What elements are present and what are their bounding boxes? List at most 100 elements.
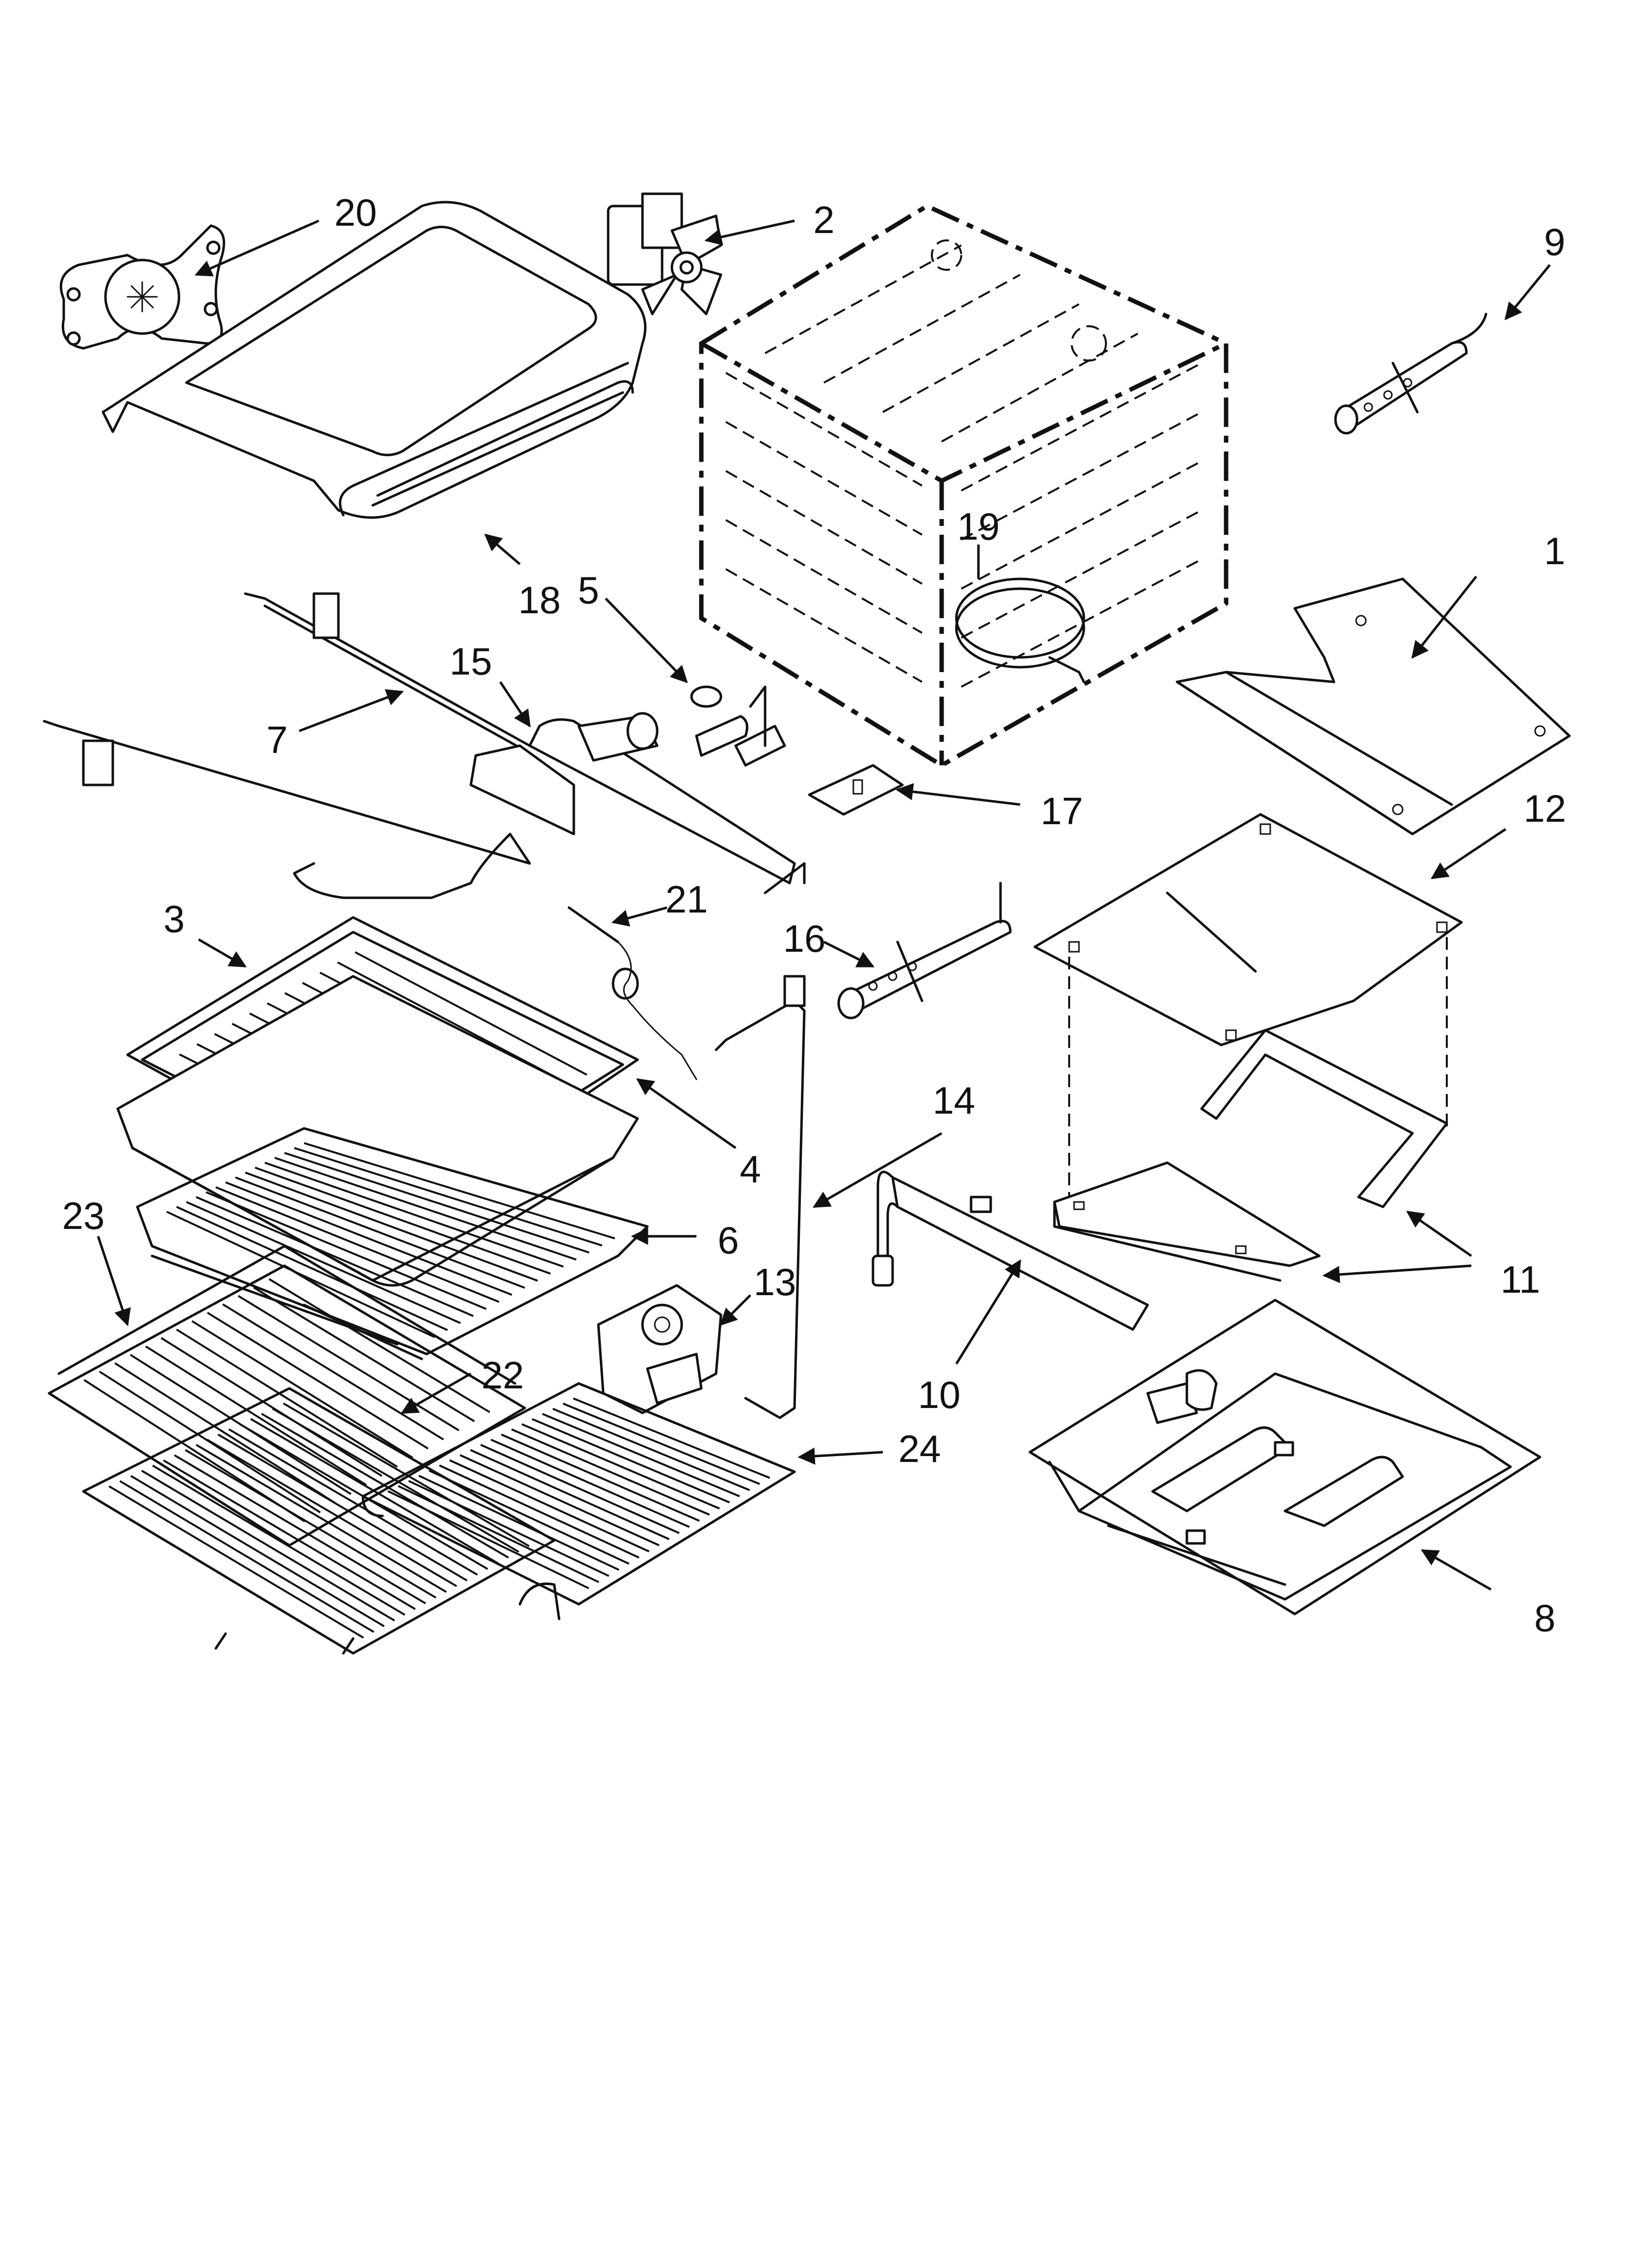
rack-wire [387, 1490, 590, 1590]
rack-wire [470, 1449, 670, 1540]
part-24-rack [361, 1382, 796, 1620]
part-5-valve [690, 685, 786, 767]
rack-wire [480, 1444, 680, 1534]
rack-wire [217, 1434, 468, 1582]
callout-20: 20 [334, 191, 377, 234]
rack-wire [145, 1345, 367, 1486]
part-20-bracket [59, 224, 226, 350]
callout-19: 19 [957, 505, 1000, 548]
callout-15: 15 [450, 640, 492, 683]
callout-11: 11 [1501, 1258, 1540, 1301]
part-15-burner-bar [469, 712, 806, 894]
rack-wire [215, 1186, 500, 1303]
callout-labels: 1 2 3 4 5 6 7 8 9 10 11 12 13 14 15 16 1… [62, 191, 1566, 1640]
callout-9: 9 [1544, 220, 1565, 263]
rack-wire [264, 1162, 564, 1268]
rack-wire [573, 1397, 770, 1479]
rack-wire [163, 1459, 416, 1610]
rack-wire [304, 1142, 616, 1240]
callout-6: 6 [718, 1219, 739, 1262]
callout-17: 17 [1041, 789, 1083, 833]
part-8-bottom-tray [1028, 1299, 1541, 1616]
part-14-tube [715, 975, 806, 1419]
rack-wire [235, 1176, 525, 1289]
rack-wire [511, 1428, 710, 1516]
part-4-broil-pan [116, 975, 639, 1287]
rack-wire [130, 1475, 385, 1627]
rack-wire [225, 1181, 513, 1296]
callout-7: 7 [266, 718, 287, 761]
rack-wire [501, 1434, 700, 1522]
rack-wire [176, 1206, 448, 1331]
callout-5: 5 [578, 569, 599, 612]
callout-23: 23 [62, 1194, 105, 1237]
rack-wire [174, 1454, 426, 1605]
callout-1: 1 [1544, 529, 1565, 573]
rack-wire [160, 1337, 383, 1477]
part-19-ring-element [955, 577, 1085, 683]
rack-wire [274, 1157, 577, 1261]
callout-4: 4 [740, 1147, 761, 1191]
rack-wire [119, 1480, 375, 1633]
part-18-top-cover [102, 201, 647, 519]
callout-21: 21 [666, 878, 708, 921]
rack-wire [176, 1329, 398, 1468]
rack-wire [245, 1172, 538, 1282]
part-10-burner [872, 1171, 1149, 1331]
rack-wire [460, 1454, 660, 1546]
part-2-fan-motor [607, 192, 722, 315]
rack-wire [268, 1278, 490, 1413]
rack-wire [253, 1286, 475, 1422]
callout-2: 2 [813, 198, 834, 241]
rack-wire [195, 1444, 447, 1593]
callout-8: 8 [1534, 1596, 1555, 1640]
rack-wire [418, 1475, 619, 1571]
rack-wire [141, 1470, 395, 1622]
rack-wire [237, 1295, 460, 1432]
rack-wire [563, 1403, 760, 1485]
callout-12: 12 [1524, 787, 1566, 830]
rack-wire [552, 1408, 750, 1491]
part-16-burner [837, 882, 1012, 1019]
rack-wire [196, 1196, 474, 1317]
rack-wire [532, 1418, 730, 1504]
bake-element-rod [43, 720, 531, 899]
rack-wire [449, 1459, 650, 1553]
rack-wire [355, 951, 588, 1076]
callout-24: 24 [898, 1427, 941, 1470]
rack-wire [206, 1438, 458, 1588]
callout-18: 18 [518, 578, 561, 622]
rack-wire [222, 1303, 444, 1440]
rack-wire [429, 1469, 630, 1565]
part-23-wire-basket [48, 1245, 526, 1547]
rack-wire [114, 1362, 336, 1504]
callout-13: 13 [754, 1260, 796, 1303]
callout-14: 14 [933, 1079, 975, 1122]
rack-wire [228, 1428, 478, 1576]
rack-wire [186, 1201, 461, 1324]
part-7-rod [244, 592, 531, 755]
callout-16: 16 [783, 917, 826, 960]
oven-cavity-outline [699, 203, 1229, 768]
part-1-panel [1176, 577, 1571, 835]
rack-wire [542, 1413, 740, 1497]
leader-lines [97, 219, 1551, 1591]
part-12-panel [1033, 813, 1463, 1212]
rack-wire [255, 1167, 551, 1275]
rack-wire [191, 1320, 413, 1459]
part-21-sensor [567, 906, 697, 1080]
part-22-rack [82, 1387, 556, 1655]
rack-wire [294, 1147, 603, 1247]
part-9-burner [1334, 313, 1488, 435]
rack-wire [398, 1485, 599, 1583]
rack-wire [108, 1485, 364, 1639]
rack-wire [521, 1423, 720, 1510]
rack-wire [152, 1464, 406, 1616]
rack-wire [184, 1449, 436, 1599]
callout-10: 10 [918, 1373, 961, 1416]
rack-wire [408, 1480, 610, 1577]
rack-wire [439, 1464, 640, 1559]
callout-3: 3 [163, 897, 184, 940]
rack-wire [206, 1312, 429, 1450]
